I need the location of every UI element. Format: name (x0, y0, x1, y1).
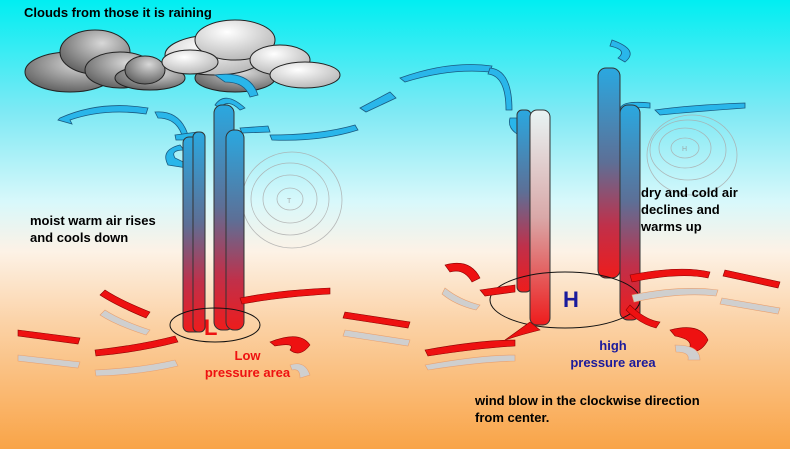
surface-return-arrows (17, 287, 781, 379)
low-side-caption: moist warm air rises and cools down (30, 212, 156, 246)
caption-line: and cools down (30, 230, 129, 245)
blue-arrow (213, 73, 259, 98)
red-arrow (17, 329, 81, 345)
diagram-title: Clouds from those it is raining (24, 5, 212, 20)
red-arrow (722, 269, 781, 289)
low-pressure-label: Low pressure area (200, 347, 295, 381)
label-line: pressure area (570, 355, 656, 370)
grey-arrow (719, 297, 781, 315)
sinking-air-column (619, 104, 641, 321)
high-side-caption: dry and cold air declines and warms up (641, 184, 738, 235)
grey-arrow (99, 309, 151, 336)
red-arrow (94, 335, 179, 357)
sinking-air-column (516, 109, 532, 293)
blue-arrow (269, 124, 359, 141)
cool-air-arrows (57, 39, 746, 171)
blue-arrow (487, 67, 513, 111)
grey-arrow (94, 359, 179, 377)
caption-line: warms up (641, 219, 702, 234)
air-columns (182, 67, 641, 333)
sinking-air-column (529, 109, 551, 326)
red-arrow (625, 304, 661, 329)
caption-line: from center. (475, 410, 550, 425)
grey-arrow (289, 363, 311, 379)
red-arrow (444, 262, 481, 283)
red-arrow (99, 289, 151, 319)
grey-arrow (342, 329, 411, 347)
high-pressure-isobars: H (646, 114, 738, 196)
red-arrow (239, 287, 331, 305)
caption-line: moist warm air rises (30, 213, 156, 228)
low-pressure-symbol: L (204, 315, 218, 340)
sinking-air-column (597, 67, 621, 279)
svg-text:T: T (287, 198, 292, 205)
rising-air-column (225, 129, 245, 331)
red-arrow (629, 268, 711, 283)
caption-line: dry and cold air (641, 185, 738, 200)
blue-arrow (609, 39, 631, 63)
grey-arrow (631, 288, 719, 303)
blue-arrow (399, 64, 493, 83)
blue-arrow (57, 105, 149, 125)
grey-arrow (674, 344, 701, 361)
grey-arrow (424, 354, 516, 371)
blue-arrow (359, 91, 397, 113)
label-line: high (599, 338, 627, 353)
caption-line: wind blow in the clockwise direction (475, 393, 700, 408)
high-pressure-label: high pressure area (563, 337, 663, 371)
blue-arrow (239, 125, 271, 134)
blue-arrow (654, 102, 746, 116)
grey-arrow (17, 354, 81, 369)
low-pressure-isobars: T (241, 151, 343, 249)
grey-arrow (441, 287, 481, 311)
svg-text:H: H (682, 146, 687, 153)
label-line: Low (234, 348, 261, 363)
red-arrow (342, 311, 411, 329)
label-line: pressure area (204, 365, 291, 380)
rain-clouds (24, 19, 341, 93)
red-arrow (504, 321, 541, 341)
low-pressure-circulation (169, 307, 261, 343)
blue-arrow (154, 111, 189, 136)
caption-line: declines and (641, 202, 720, 217)
rising-air-column (192, 131, 206, 333)
red-arrow (669, 327, 709, 352)
red-arrow (479, 284, 516, 297)
red-arrow (269, 336, 311, 354)
high-pressure-symbol: H (563, 287, 579, 312)
warm-surface-arrows (17, 262, 781, 357)
red-arrow (424, 339, 516, 357)
footer-caption: wind blow in the clockwise direction fro… (475, 392, 700, 426)
